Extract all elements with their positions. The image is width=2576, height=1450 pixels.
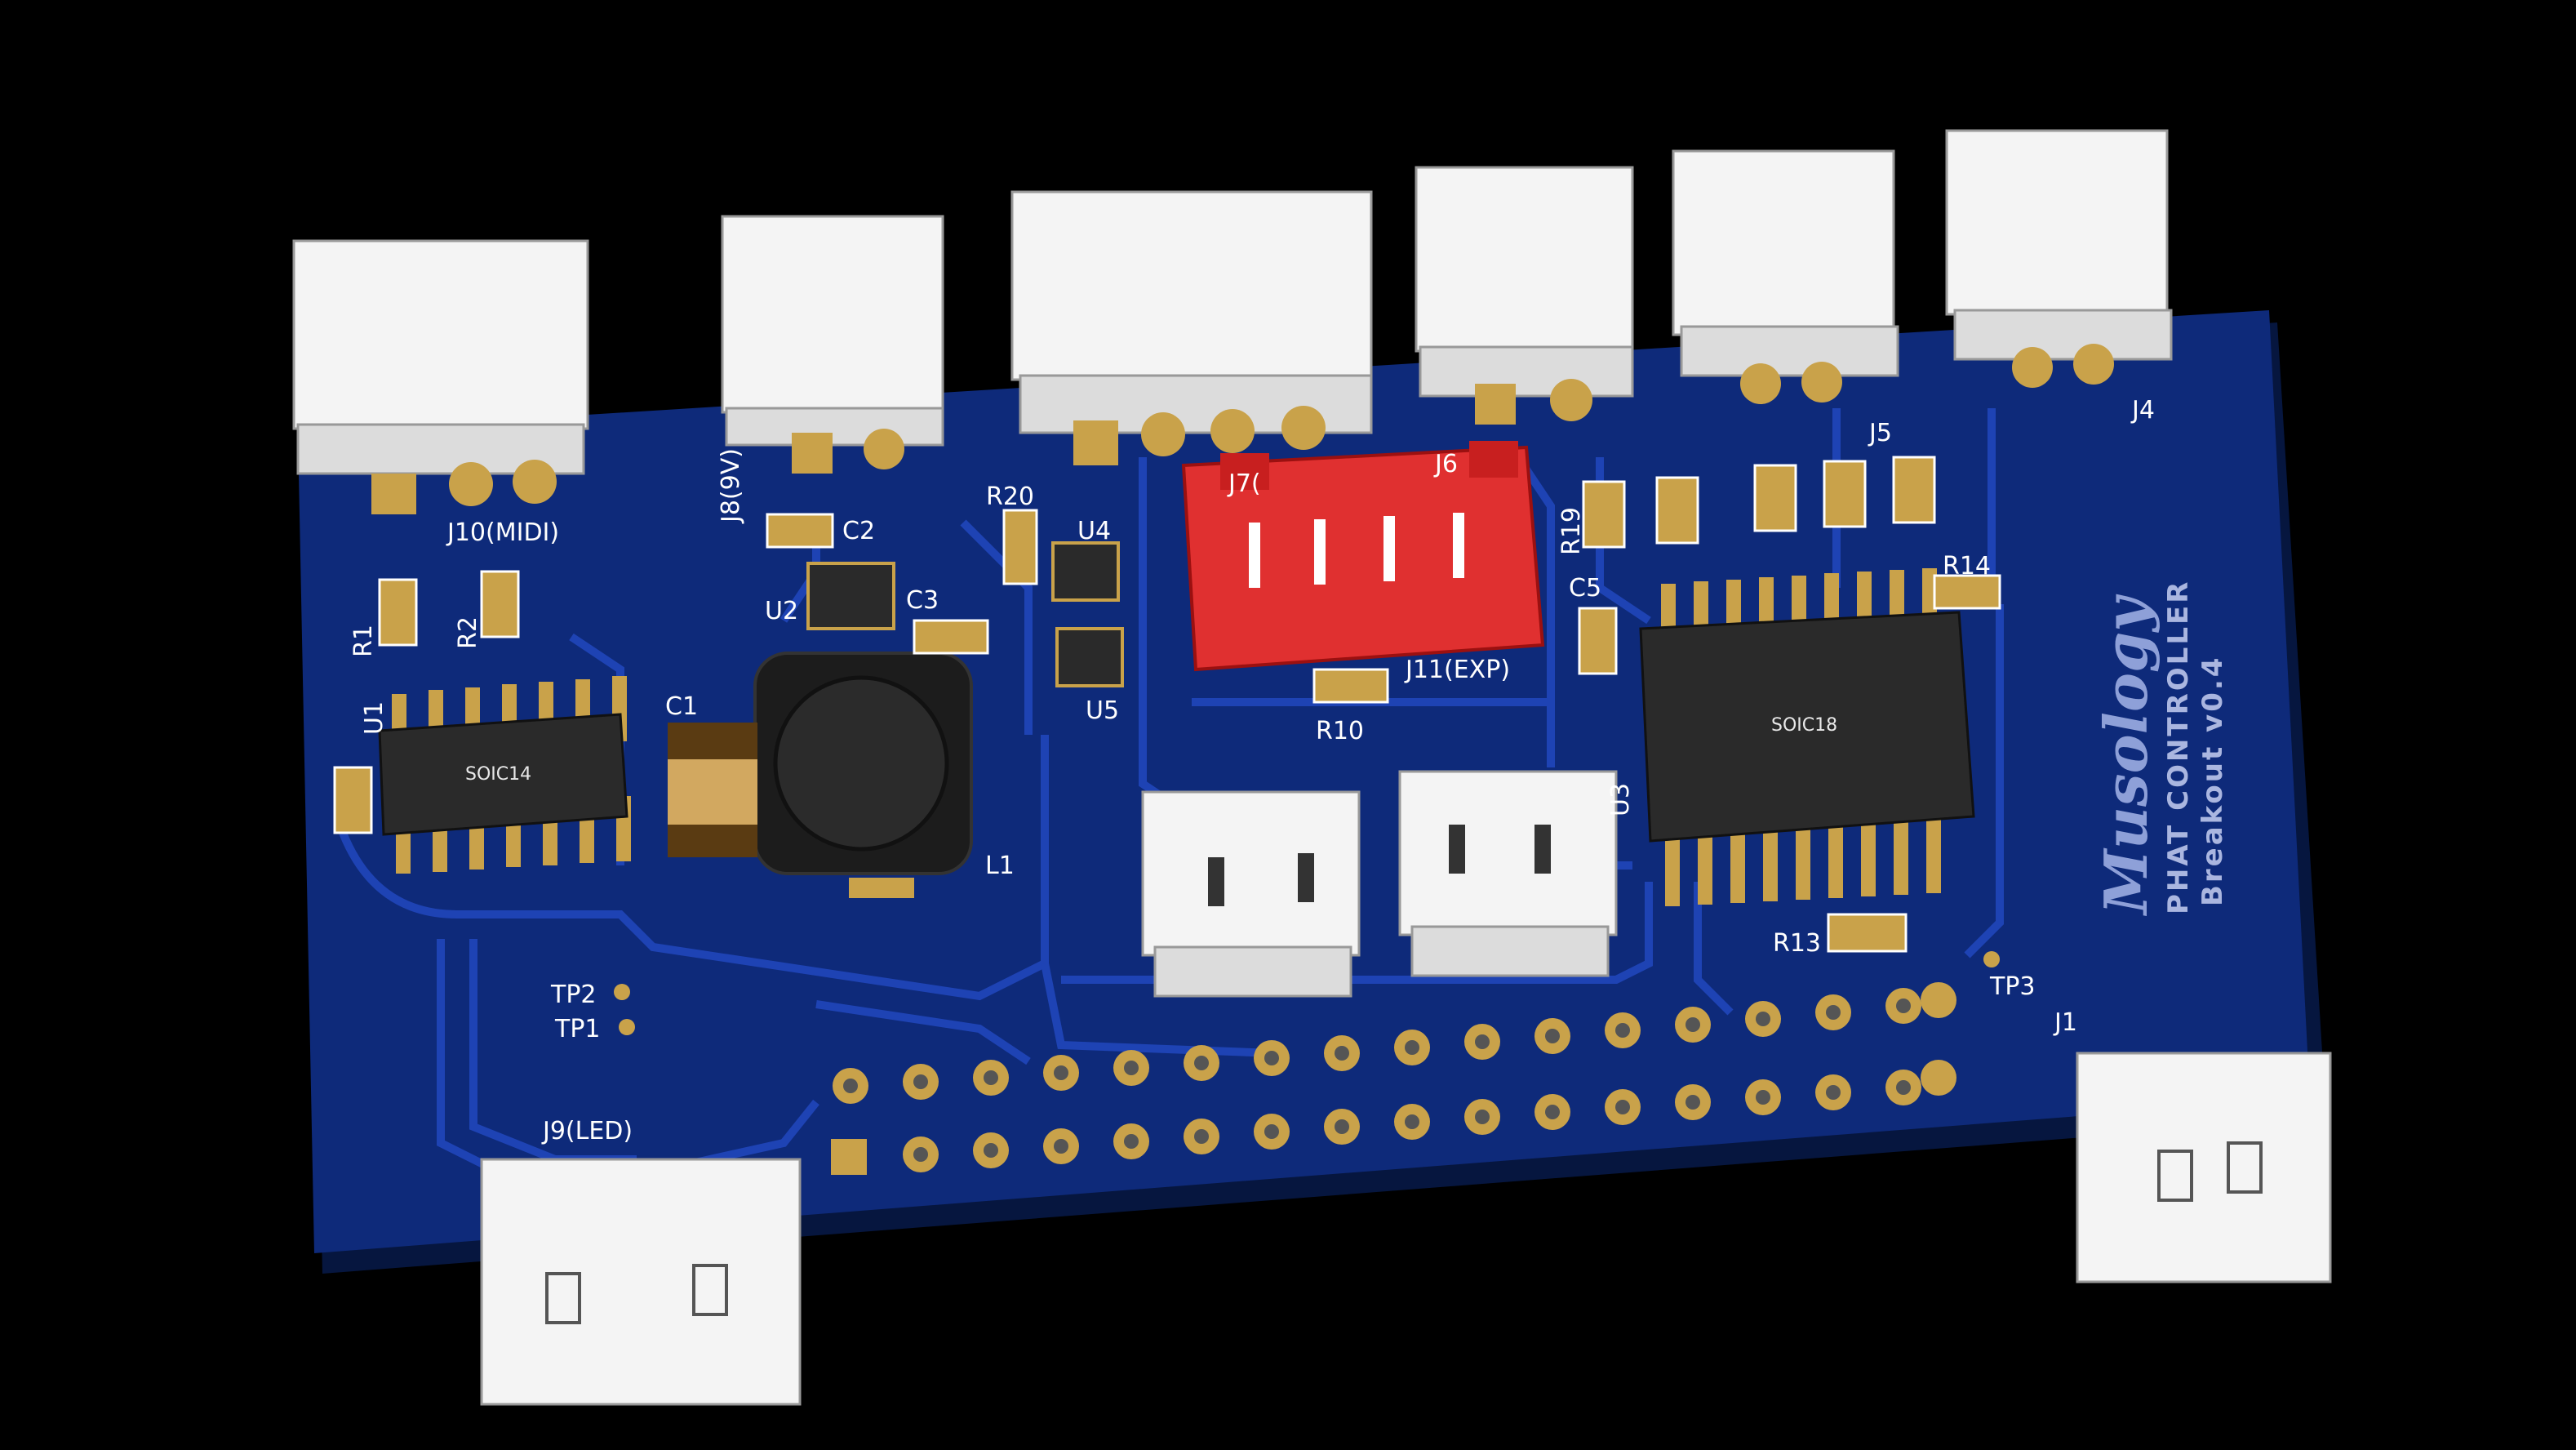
connector-j7 (1010, 190, 1373, 465)
connector-j9 (480, 1158, 802, 1406)
label-u1: U1 (360, 701, 389, 735)
label-r1: R1 (349, 625, 378, 657)
label-tp1: TP1 (554, 1015, 601, 1043)
label-u4: U4 (1077, 517, 1111, 545)
label-j1: J1 (2053, 1008, 2077, 1037)
label-j9: J9(LED) (541, 1117, 633, 1145)
label-r19: R19 (1557, 507, 1586, 555)
label-r2: R2 (454, 616, 482, 649)
label-c3: C3 (906, 586, 939, 615)
label-c2: C2 (842, 517, 875, 545)
test-points (614, 951, 2000, 1035)
label-tp3: TP3 (1989, 972, 2036, 1001)
chip-u3: SOIC18 (1639, 568, 1975, 906)
soic14-label: SOIC14 (465, 764, 531, 785)
gpio-header (831, 982, 1956, 1175)
smd-passives (333, 456, 2001, 953)
label-j10: J10(MIDI) (446, 518, 559, 547)
label-j5: J5 (1868, 419, 1892, 447)
capacitor-c1 (668, 723, 757, 857)
label-u5: U5 (1086, 696, 1119, 725)
connector-j5 (1672, 149, 1899, 404)
label-l1: L1 (985, 852, 1015, 880)
silkscreen-labels: J10(MIDI) J8(9V) J7( J6 J5 J4 J11(EXP) J… (349, 396, 2155, 1145)
connector-mid-left (1141, 790, 1361, 998)
label-c5: C5 (1569, 574, 1601, 603)
brand-logo: Musology (2091, 594, 2161, 917)
connector-j1 (2076, 1052, 2332, 1283)
label-j6: J6 (1433, 450, 1458, 478)
inductor-l1 (753, 652, 973, 898)
label-j11: J11(EXP) (1404, 656, 1510, 684)
chip-u5 (1055, 627, 1124, 687)
connector-j10 (292, 239, 589, 514)
connector-mid-right (1398, 770, 1618, 977)
label-j4: J4 (2130, 396, 2155, 425)
label-u2: U2 (765, 597, 798, 625)
soic18-label: SOIC18 (1771, 715, 1837, 736)
label-r14: R14 (1943, 552, 1991, 580)
chip-u2 (806, 562, 895, 630)
label-r20: R20 (986, 483, 1034, 511)
chip-u1: SOIC14 (378, 676, 631, 874)
board-version: Breakout v0.4 (2196, 656, 2229, 906)
label-j7: J7( (1227, 469, 1261, 498)
chip-u4 (1051, 541, 1120, 602)
brand-block: Musology PHAT CONTROLLER Breakout v0.4 (2091, 580, 2229, 917)
connector-j11-red (1181, 441, 1545, 672)
label-tp2: TP2 (550, 981, 597, 1009)
label-r10: R10 (1316, 717, 1364, 745)
label-j8: J8(9V) (717, 448, 745, 524)
connector-j4 (1945, 129, 2173, 388)
connector-j6 (1415, 166, 1634, 425)
label-c1: C1 (665, 692, 698, 721)
connector-j8 (721, 215, 944, 474)
label-r13: R13 (1773, 929, 1821, 958)
board-title: PHAT CONTROLLER (2162, 580, 2195, 914)
label-u3: U3 (1606, 783, 1635, 816)
